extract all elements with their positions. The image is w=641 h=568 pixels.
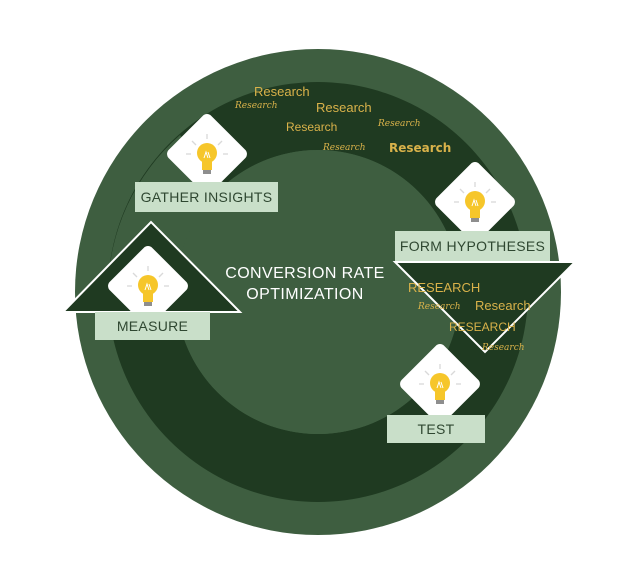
research-text: Research bbox=[254, 84, 310, 99]
lightbulb-icon bbox=[419, 364, 461, 404]
research-text: RESEARCH bbox=[449, 320, 516, 334]
research-text: Research bbox=[316, 100, 372, 115]
center-disk bbox=[176, 150, 460, 434]
center-title-line-1: CONVERSION RATE bbox=[225, 265, 385, 282]
lightbulb-icon bbox=[454, 182, 496, 222]
research-text: Research bbox=[286, 120, 338, 134]
research-text: Research bbox=[475, 298, 531, 313]
research-text: Research bbox=[235, 101, 278, 111]
form-arrow-outline bbox=[392, 261, 578, 354]
center-title-line-2: OPTIMIZATION bbox=[246, 286, 364, 303]
research-text: Research bbox=[378, 119, 421, 129]
gather-insights-label: GATHER INSIGHTS bbox=[135, 182, 278, 212]
lightbulb-icon bbox=[186, 134, 228, 174]
form-arrow bbox=[395, 262, 575, 352]
research-text: RESEARCH bbox=[408, 280, 481, 295]
form-hypotheses-label: FORM HYPOTHESES bbox=[395, 231, 550, 261]
center-title: CONVERSION RATE OPTIMIZATION bbox=[220, 263, 390, 305]
research-text: Research bbox=[389, 141, 452, 155]
test-label: TEST bbox=[387, 415, 485, 443]
research-text: Research bbox=[482, 343, 525, 353]
research-text: Research bbox=[323, 143, 366, 153]
lightbulb-icon bbox=[127, 266, 169, 306]
research-text: Research bbox=[418, 302, 461, 312]
measure-label: MEASURE bbox=[95, 312, 210, 340]
